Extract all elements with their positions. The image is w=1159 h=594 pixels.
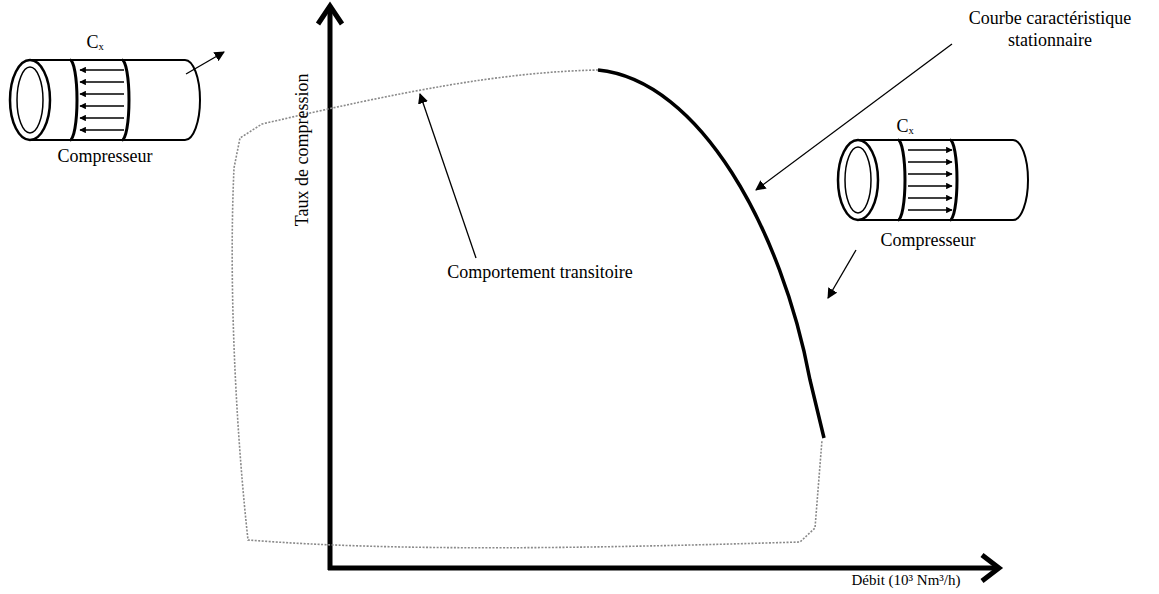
cylinder-body bbox=[858, 140, 1028, 220]
y-axis bbox=[328, 10, 333, 570]
rotor-band bbox=[950, 140, 957, 220]
compressor-symbol bbox=[838, 140, 1028, 220]
leader-line bbox=[756, 44, 952, 190]
callout-label: Courbe caractéristique stationnaire bbox=[955, 8, 1145, 51]
flow-arrow bbox=[80, 129, 124, 130]
transient-curve bbox=[232, 70, 822, 548]
flow-arrow bbox=[80, 105, 124, 106]
flow-arrow bbox=[908, 209, 952, 210]
component-label: Compresseur bbox=[25, 146, 185, 168]
flow-arrow bbox=[80, 117, 124, 118]
cylinder-end bbox=[838, 140, 878, 220]
x-axis bbox=[328, 566, 998, 571]
flow-arrow bbox=[80, 69, 124, 70]
rotor-band bbox=[122, 60, 129, 140]
rotor-band bbox=[70, 60, 77, 140]
x-axis-head bbox=[982, 555, 999, 581]
flow-arrow bbox=[908, 173, 952, 174]
axis-title: Débit (10³ Nm³/h) bbox=[806, 571, 1006, 589]
cylinder-inner bbox=[845, 147, 871, 213]
cylinder-body bbox=[30, 60, 200, 140]
leader-line bbox=[828, 250, 856, 298]
symbol-label: Cₓ bbox=[875, 116, 935, 138]
cylinder-end bbox=[10, 60, 50, 140]
flow-arrow bbox=[908, 149, 952, 150]
rotor-band bbox=[898, 140, 905, 220]
component-label: Compresseur bbox=[848, 230, 1008, 252]
compressor-symbol bbox=[10, 60, 200, 140]
flow-arrow bbox=[80, 93, 124, 94]
axis-title: Taux de compression bbox=[292, 10, 314, 290]
stationary-curve bbox=[598, 70, 824, 438]
flow-arrow bbox=[80, 81, 124, 82]
flow-arrow bbox=[908, 161, 952, 162]
leader-line bbox=[420, 94, 476, 258]
cylinder-inner bbox=[17, 67, 43, 133]
y-axis-head bbox=[318, 6, 342, 24]
flow-arrow bbox=[908, 197, 952, 198]
symbol-label: Cₓ bbox=[65, 32, 125, 54]
flow-arrow bbox=[908, 185, 952, 186]
callout-label: Comportement transitoire bbox=[420, 262, 660, 284]
